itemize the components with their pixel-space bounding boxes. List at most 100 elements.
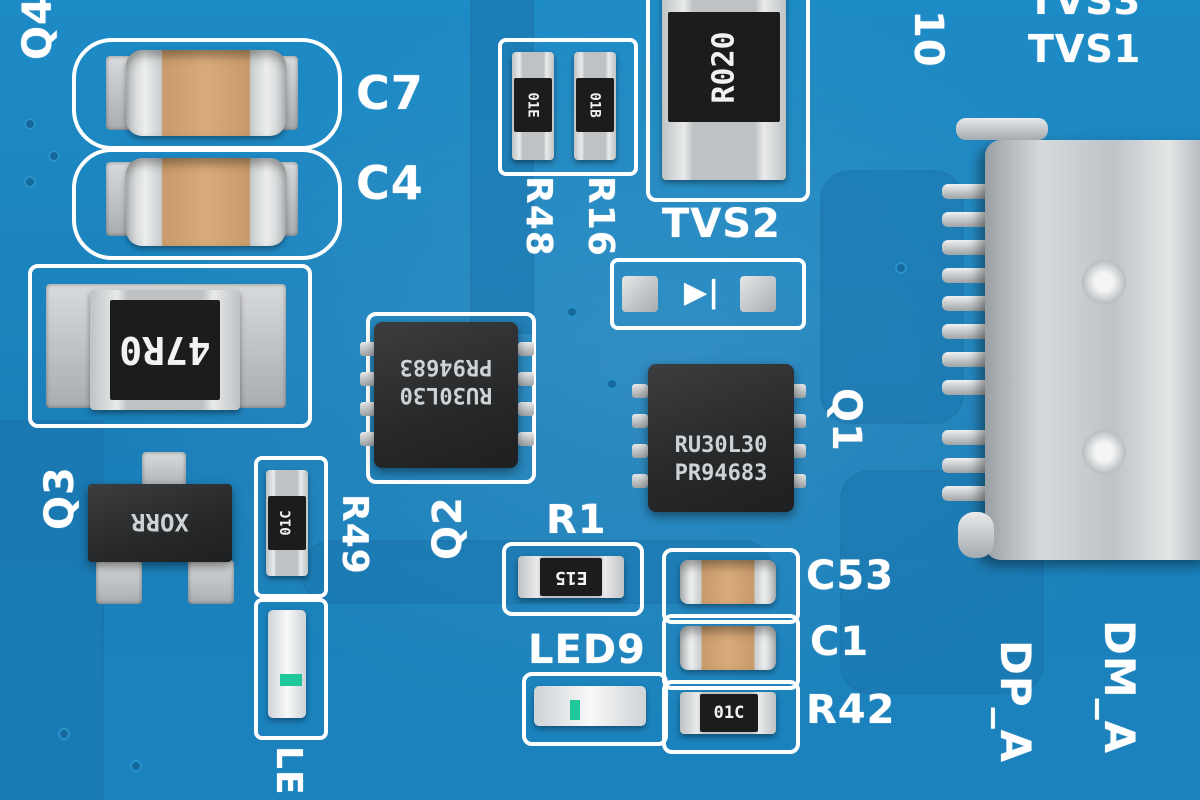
resistor-r020-marking: R020 bbox=[668, 12, 780, 122]
label-led9: LED9 bbox=[528, 627, 646, 673]
r49-outline bbox=[254, 456, 328, 598]
sot-chip-q3: XORR bbox=[88, 484, 232, 562]
c53-outline bbox=[662, 548, 800, 624]
q1-pin bbox=[790, 444, 806, 458]
connector-hole-top bbox=[1082, 260, 1126, 304]
via bbox=[58, 728, 70, 740]
led-left-marker bbox=[280, 674, 302, 686]
q1-pin bbox=[790, 474, 806, 488]
via bbox=[606, 378, 618, 390]
q1-marking-line1: RU30L30 bbox=[674, 433, 768, 458]
label-c4: C4 bbox=[356, 156, 424, 210]
label-q2: Q2 bbox=[425, 496, 471, 560]
connector-hole-bottom bbox=[1082, 430, 1126, 474]
q2-pin bbox=[518, 342, 534, 356]
q3-pad bbox=[96, 560, 142, 604]
connector-pin bbox=[942, 458, 994, 473]
label-c7: C7 bbox=[356, 66, 424, 120]
q3-pad bbox=[188, 560, 234, 604]
capacitor-c1 bbox=[680, 626, 776, 670]
connector-pin bbox=[942, 212, 994, 227]
label-dm-a: DM_A bbox=[1095, 620, 1144, 755]
capacitor-c53 bbox=[680, 560, 776, 604]
mosfet-q1: RU30L30 PR94683 bbox=[648, 364, 794, 512]
label-q1: Q1 bbox=[823, 388, 869, 452]
marking-text: 47R0 bbox=[119, 328, 211, 372]
label-10: 10 bbox=[905, 10, 951, 68]
label-tvs3: TVS3 bbox=[1028, 0, 1142, 23]
q2-pin bbox=[360, 372, 376, 386]
q2-pin bbox=[360, 342, 376, 356]
marking-text: 01C bbox=[713, 703, 745, 723]
tvs2-pad-left bbox=[622, 276, 658, 312]
q3-marking: XORR bbox=[131, 508, 189, 536]
via bbox=[24, 176, 36, 188]
q2-pin bbox=[360, 402, 376, 416]
resistor-r49-marking: 01C bbox=[268, 496, 306, 550]
q1-marking-line2: PR94683 bbox=[674, 461, 768, 486]
led-left-outline bbox=[254, 598, 328, 740]
q2-pin bbox=[518, 402, 534, 416]
capacitor-c7 bbox=[126, 50, 286, 136]
tvs2-pad-right bbox=[740, 276, 776, 312]
label-r1: R1 bbox=[546, 497, 607, 543]
usb-c-connector bbox=[985, 140, 1200, 560]
tvs2-outline bbox=[610, 258, 806, 330]
c1-outline bbox=[662, 614, 800, 690]
connector-pin bbox=[942, 184, 994, 199]
trace bbox=[820, 170, 964, 424]
resistor-r16-marking: 01B bbox=[576, 78, 614, 132]
led9-outline bbox=[522, 672, 668, 746]
connector-pin bbox=[942, 268, 994, 283]
label-r48: R48 bbox=[518, 176, 559, 257]
q2-pin bbox=[518, 372, 534, 386]
connector-pin bbox=[942, 296, 994, 311]
led9-marker bbox=[570, 700, 580, 720]
via bbox=[130, 760, 142, 772]
marking-text: E15 bbox=[554, 566, 588, 588]
q2-pin bbox=[518, 432, 534, 446]
mosfet-q2: RU30L30 PR94683 bbox=[374, 322, 518, 468]
label-tvs1: TVS1 bbox=[1028, 27, 1142, 71]
connector-pin bbox=[942, 486, 994, 501]
label-le: LE bbox=[268, 746, 309, 796]
connector-shield-tab bbox=[956, 118, 1048, 140]
q1-pin bbox=[632, 414, 648, 428]
q1-pin bbox=[632, 384, 648, 398]
via bbox=[48, 150, 60, 162]
r1-outline bbox=[502, 542, 644, 616]
via bbox=[895, 262, 907, 274]
q2-marking-line2: PR94683 bbox=[399, 354, 493, 379]
via bbox=[24, 118, 36, 130]
marking-text: 01E bbox=[524, 92, 541, 118]
resistor-r1-marking: E15 bbox=[540, 558, 602, 596]
connector-pin bbox=[942, 324, 994, 339]
q1-pin bbox=[790, 384, 806, 398]
label-r42: R42 bbox=[806, 687, 896, 733]
r020-outline bbox=[646, 0, 810, 202]
connector-shield-tab bbox=[958, 512, 994, 558]
trace bbox=[0, 420, 104, 800]
r48-r16-outline bbox=[498, 38, 638, 176]
connector-pin bbox=[942, 352, 994, 367]
via bbox=[566, 306, 578, 318]
label-tvs2: TVS2 bbox=[662, 201, 781, 247]
led-left bbox=[268, 610, 306, 718]
resistor-47r0-marking: 47R0 bbox=[110, 300, 220, 400]
q1-pin bbox=[632, 444, 648, 458]
q2-pin bbox=[360, 432, 376, 446]
label-c1: C1 bbox=[810, 619, 870, 665]
capacitor-c4 bbox=[126, 158, 286, 246]
q1-pin bbox=[632, 474, 648, 488]
label-c53: C53 bbox=[806, 553, 895, 599]
label-r16: R16 bbox=[580, 176, 621, 257]
r47r0-outline bbox=[28, 264, 312, 428]
r42-outline bbox=[662, 680, 800, 754]
label-q4: Q4 bbox=[15, 0, 61, 60]
q1-pin bbox=[790, 414, 806, 428]
marking-text: 01C bbox=[278, 510, 295, 536]
connector-pin bbox=[942, 380, 994, 395]
c4-outline bbox=[72, 148, 342, 260]
connector-pin bbox=[942, 240, 994, 255]
